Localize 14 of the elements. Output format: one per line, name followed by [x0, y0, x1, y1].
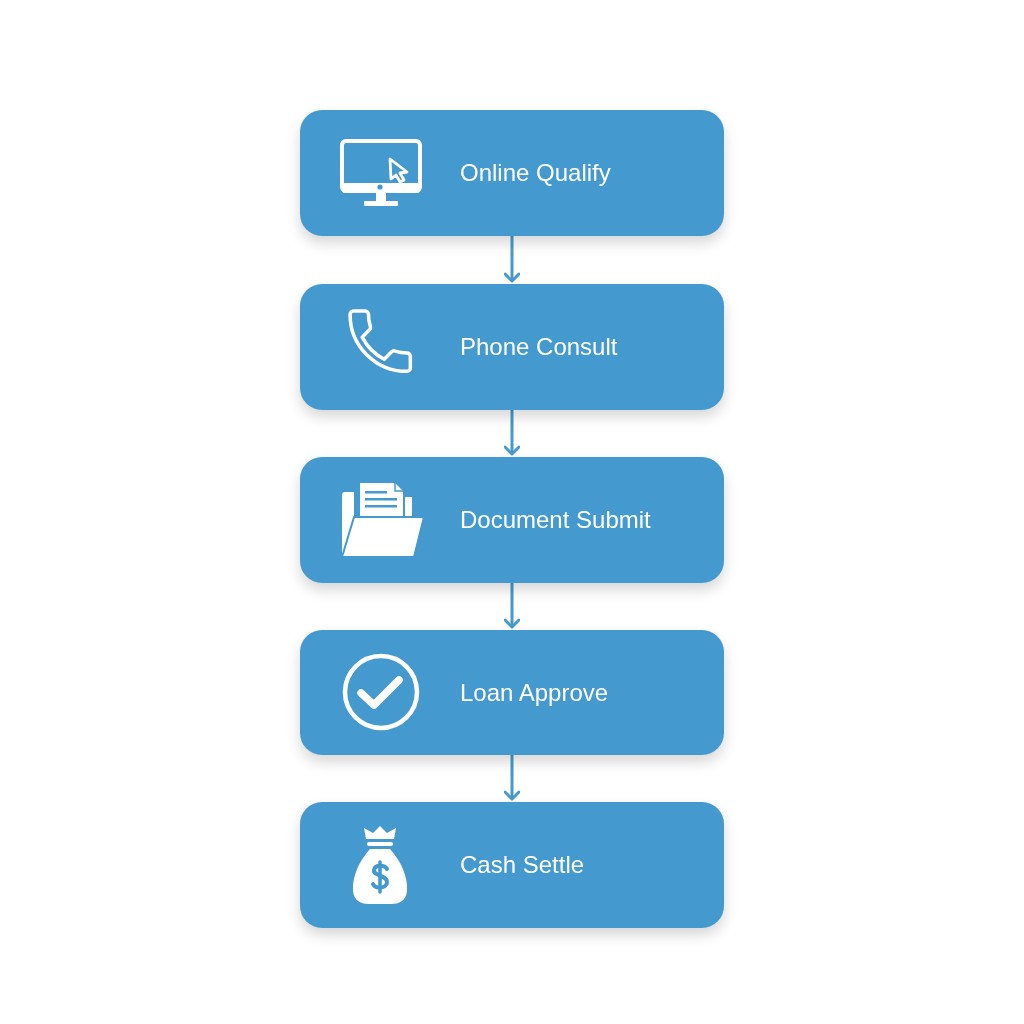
- process-box: [300, 802, 724, 928]
- arrow: [503, 583, 521, 629]
- process-box: [300, 457, 724, 583]
- step-label: Loan Approve: [460, 678, 609, 707]
- step-label: Phone Consult: [460, 332, 618, 362]
- process-box: [300, 284, 724, 410]
- arrow: [503, 410, 521, 456]
- process-box: [300, 630, 724, 755]
- process-box: [300, 110, 724, 236]
- arrow: [503, 236, 521, 283]
- step-label: Cash Settle: [460, 850, 585, 880]
- step-label: Document Submit: [460, 505, 651, 535]
- arrow: [503, 755, 521, 801]
- step-label: Online Qualify: [460, 158, 611, 188]
